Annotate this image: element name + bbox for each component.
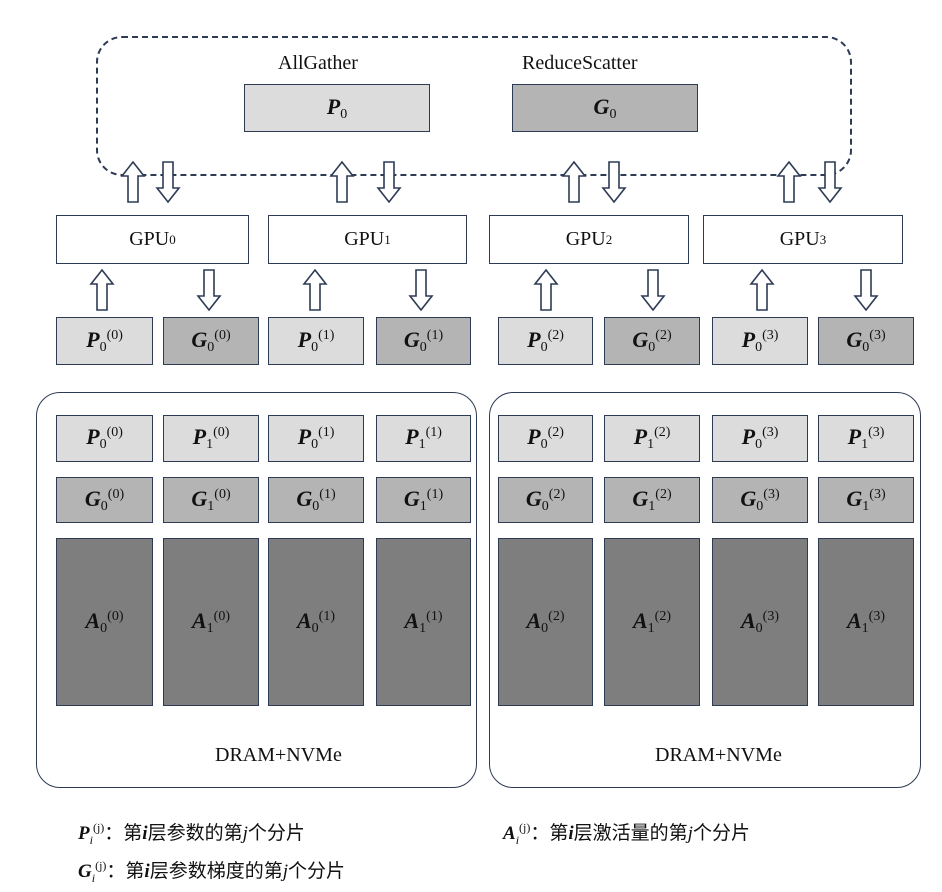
- memory-param-shard-1: P1(0): [163, 415, 259, 462]
- gpu-2-down-arrow: [601, 161, 627, 204]
- memory-grad-shard-3: G1(1): [376, 477, 471, 523]
- gpu-1-up-arrow: [329, 160, 355, 203]
- legend-entry-p: Pi(j)：第i层参数的第j个分片: [78, 820, 305, 847]
- gpu-shard-g-7: G0(3): [818, 317, 914, 365]
- allgather-param-box: P0: [244, 84, 430, 132]
- shard-0-up-arrow: [89, 268, 115, 311]
- gpu-1-down-arrow: [376, 161, 402, 204]
- memory-activation-shard-6: A0(3): [712, 538, 808, 706]
- reducescatter-label: ReduceScatter: [522, 52, 638, 74]
- collective-region: [96, 36, 852, 176]
- memory-activation-shard-0: A0(0): [56, 538, 153, 706]
- memory-param-shard-5: P1(2): [604, 415, 700, 462]
- storage-label-left: DRAM+NVMe: [215, 744, 342, 766]
- memory-activation-shard-3: A1(1): [376, 538, 471, 706]
- memory-group-right: [489, 392, 921, 788]
- allgather-label: AllGather: [278, 52, 358, 74]
- gpu-shard-p-6: P0(3): [712, 317, 808, 365]
- memory-grad-shard-7: G1(3): [818, 477, 914, 523]
- gpu-0-down-arrow: [155, 161, 181, 204]
- memory-grad-shard-2: G0(1): [268, 477, 364, 523]
- gpu-shard-p-2: P0(1): [268, 317, 364, 365]
- gpu-2-up-arrow: [561, 160, 587, 203]
- reducescatter-grad-box: G0: [512, 84, 698, 132]
- gpu-3-up-arrow: [776, 160, 802, 203]
- memory-activation-shard-7: A1(3): [818, 538, 914, 706]
- memory-grad-shard-6: G0(3): [712, 477, 808, 523]
- memory-param-shard-2: P0(1): [268, 415, 364, 462]
- memory-activation-shard-5: A1(2): [604, 538, 700, 706]
- shard-1-down-arrow: [408, 269, 434, 312]
- shard-2-down-arrow: [640, 269, 666, 312]
- gpu-shard-g-1: G0(0): [163, 317, 259, 365]
- memory-activation-shard-4: A0(2): [498, 538, 593, 706]
- shard-1-up-arrow: [302, 268, 328, 311]
- gpu-shard-g-5: G0(2): [604, 317, 700, 365]
- shard-3-up-arrow: [749, 268, 775, 311]
- memory-param-shard-0: P0(0): [56, 415, 153, 462]
- memory-param-shard-6: P0(3): [712, 415, 808, 462]
- memory-activation-shard-2: A0(1): [268, 538, 364, 706]
- memory-param-shard-3: P1(1): [376, 415, 471, 462]
- memory-activation-shard-1: A1(0): [163, 538, 259, 706]
- gpu-shard-p-4: P0(2): [498, 317, 593, 365]
- storage-label-right: DRAM+NVMe: [655, 744, 782, 766]
- gpu-shard-p-0: P0(0): [56, 317, 153, 365]
- gpu-0-up-arrow: [120, 160, 146, 203]
- shard-3-down-arrow: [853, 269, 879, 312]
- shard-2-up-arrow: [533, 268, 559, 311]
- memory-grad-shard-1: G1(0): [163, 477, 259, 523]
- legend-entry-g: Gi(j)：第i层参数梯度的第j个分片: [78, 858, 346, 885]
- memory-param-shard-7: P1(3): [818, 415, 914, 462]
- memory-grad-shard-0: G0(0): [56, 477, 153, 523]
- memory-grad-shard-4: G0(2): [498, 477, 593, 523]
- memory-grad-shard-5: G1(2): [604, 477, 700, 523]
- memory-param-shard-4: P0(2): [498, 415, 593, 462]
- gpu-3-down-arrow: [817, 161, 843, 204]
- legend-entry-a: Ai(j)：第i层激活量的第j个分片: [503, 820, 750, 847]
- gpu-shard-g-3: G0(1): [376, 317, 471, 365]
- memory-group-left: [36, 392, 477, 788]
- shard-0-down-arrow: [196, 269, 222, 312]
